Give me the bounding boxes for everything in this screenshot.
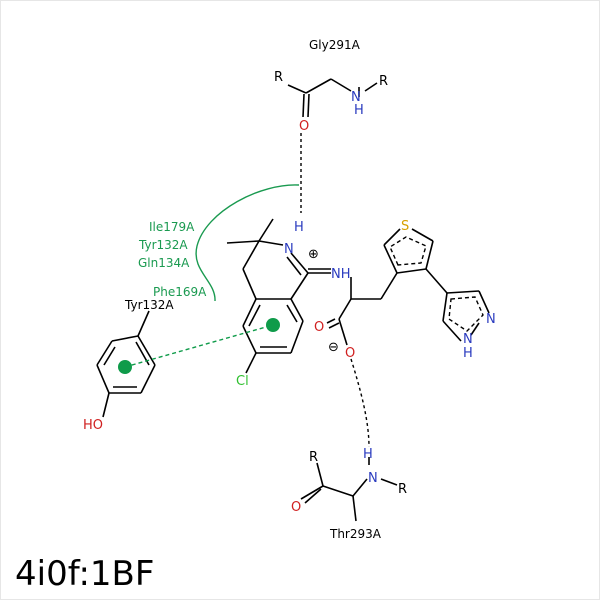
hydrogen-bonds (300, 133, 370, 448)
atom-o-thr: O (291, 500, 301, 515)
residue-label-gly: Gly291A (309, 38, 361, 52)
pdb-code-label: 4i0f:1BF (15, 554, 154, 594)
atom-r-gly-left: R (274, 70, 283, 85)
hydrophobic-label-phe: Phe169A (153, 285, 207, 299)
pi-center-tyr (118, 360, 132, 374)
ligand-bicyclic (226, 218, 331, 374)
atom-o-gly: O (299, 119, 309, 134)
pi-stacking (118, 318, 280, 374)
atom-o-carboxyl: O (314, 320, 324, 335)
thiophene-ring (383, 228, 448, 294)
residue-label-thr: Thr293A (329, 527, 382, 541)
atom-nh-amidine: NH (331, 267, 351, 282)
atom-o-carboxylate: O (345, 346, 355, 361)
atom-r-thr-right: R (398, 482, 407, 497)
atom-charge-minus: ⊖ (328, 340, 339, 355)
atom-r-thr-top: R (309, 450, 318, 465)
hydrophobic-label-ile: Ile179A (149, 220, 195, 234)
atom-s-thiophene: S (401, 219, 409, 234)
atom-n-pyrazole: N (486, 312, 496, 327)
hydrophobic-contact-curve (195, 184, 300, 302)
pyrazole-ring (442, 290, 490, 342)
thr293a-fragment (300, 457, 398, 522)
atom-h-pyrazole: H (463, 346, 473, 361)
atom-n-gly: N (351, 90, 361, 105)
atom-h-gly: H (354, 103, 364, 118)
pi-center-ligand (266, 318, 280, 332)
residue-label-tyr: Tyr132A (124, 298, 174, 312)
atom-h-imine: H (294, 220, 304, 235)
atom-h-thr: H (363, 447, 373, 462)
atom-cl: Cl (236, 374, 249, 389)
gly291a-fragment (287, 78, 378, 118)
hydrophobic-label-tyr: Tyr132A (138, 238, 188, 252)
atom-ho-tyr: HO (83, 418, 103, 433)
hbond-thr293a (350, 358, 370, 448)
atom-r-gly-right: R (379, 74, 388, 89)
atom-n-thr: N (368, 471, 378, 486)
atom-charge-plus: ⊕ (308, 247, 319, 262)
atom-n-imine: N (284, 242, 294, 257)
ligand-chain (326, 272, 398, 346)
hydrophobic-label-gln: Gln134A (138, 256, 190, 270)
atom-nh-pyrazole: N (463, 332, 473, 347)
